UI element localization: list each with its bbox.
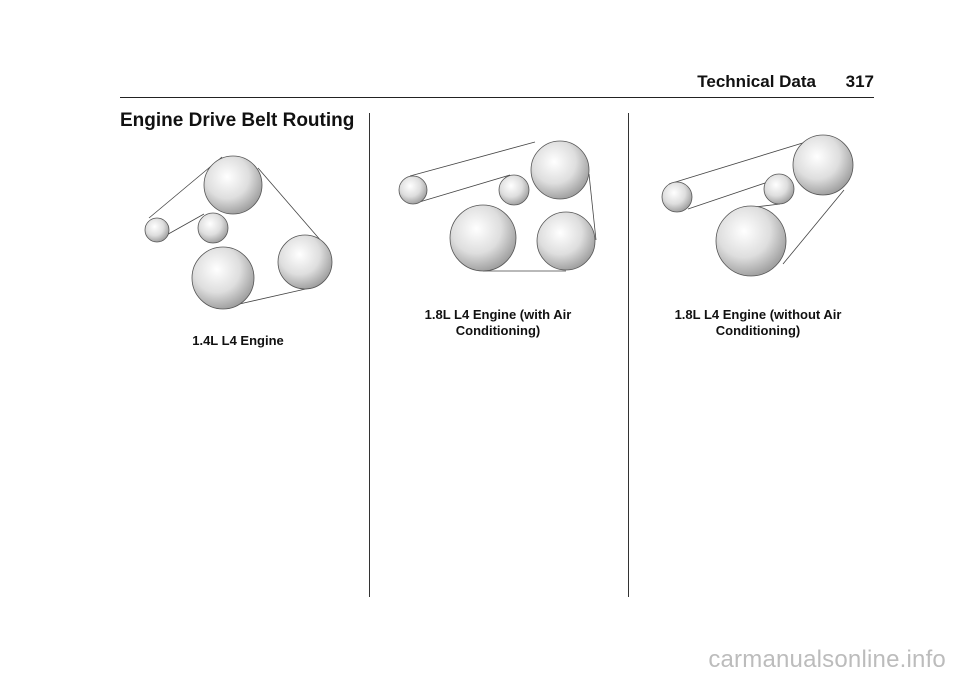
- belt: [409, 141, 597, 272]
- tensioner-pulley: [498, 174, 530, 206]
- idler-pulley: [398, 175, 428, 205]
- diagram-caption-3: 1.8L L4 Engine (without Air Conditioning…: [674, 307, 842, 338]
- belt-diagram-1-8l-with-ac: [398, 140, 597, 272]
- column-divider-2: [628, 113, 629, 597]
- ac-compressor-pulley: [536, 211, 596, 271]
- header-rule: [120, 97, 874, 98]
- alternator-pulley: [792, 134, 854, 196]
- crankshaft-pulley: [449, 204, 517, 272]
- diagram-caption-2: 1.8L L4 Engine (with Air Conditioning): [424, 307, 572, 338]
- tensioner-pulley: [197, 212, 229, 244]
- idler-pulley: [144, 217, 170, 243]
- water-pump-pulley: [277, 234, 333, 290]
- belt-diagram-1-4l: [144, 155, 333, 310]
- crankshaft-pulley: [715, 205, 787, 277]
- diagram-caption-1: 1.4L L4 Engine: [192, 333, 284, 348]
- page-number: 317: [845, 72, 874, 91]
- idler-pulley: [661, 181, 693, 213]
- alternator-pulley: [530, 140, 590, 200]
- page-header: Technical Data 317: [120, 72, 874, 98]
- belt-diagram-1-8l-without-ac: [661, 134, 854, 277]
- section-heading: Engine Drive Belt Routing: [120, 110, 355, 131]
- belt: [668, 137, 845, 265]
- alternator-pulley: [203, 155, 263, 215]
- tensioner-pulley: [763, 173, 795, 205]
- crankshaft-pulley: [191, 246, 255, 310]
- site-watermark: carmanualsonline.info: [708, 646, 946, 673]
- header-title: Technical Data: [697, 72, 816, 91]
- column-divider-1: [369, 113, 370, 597]
